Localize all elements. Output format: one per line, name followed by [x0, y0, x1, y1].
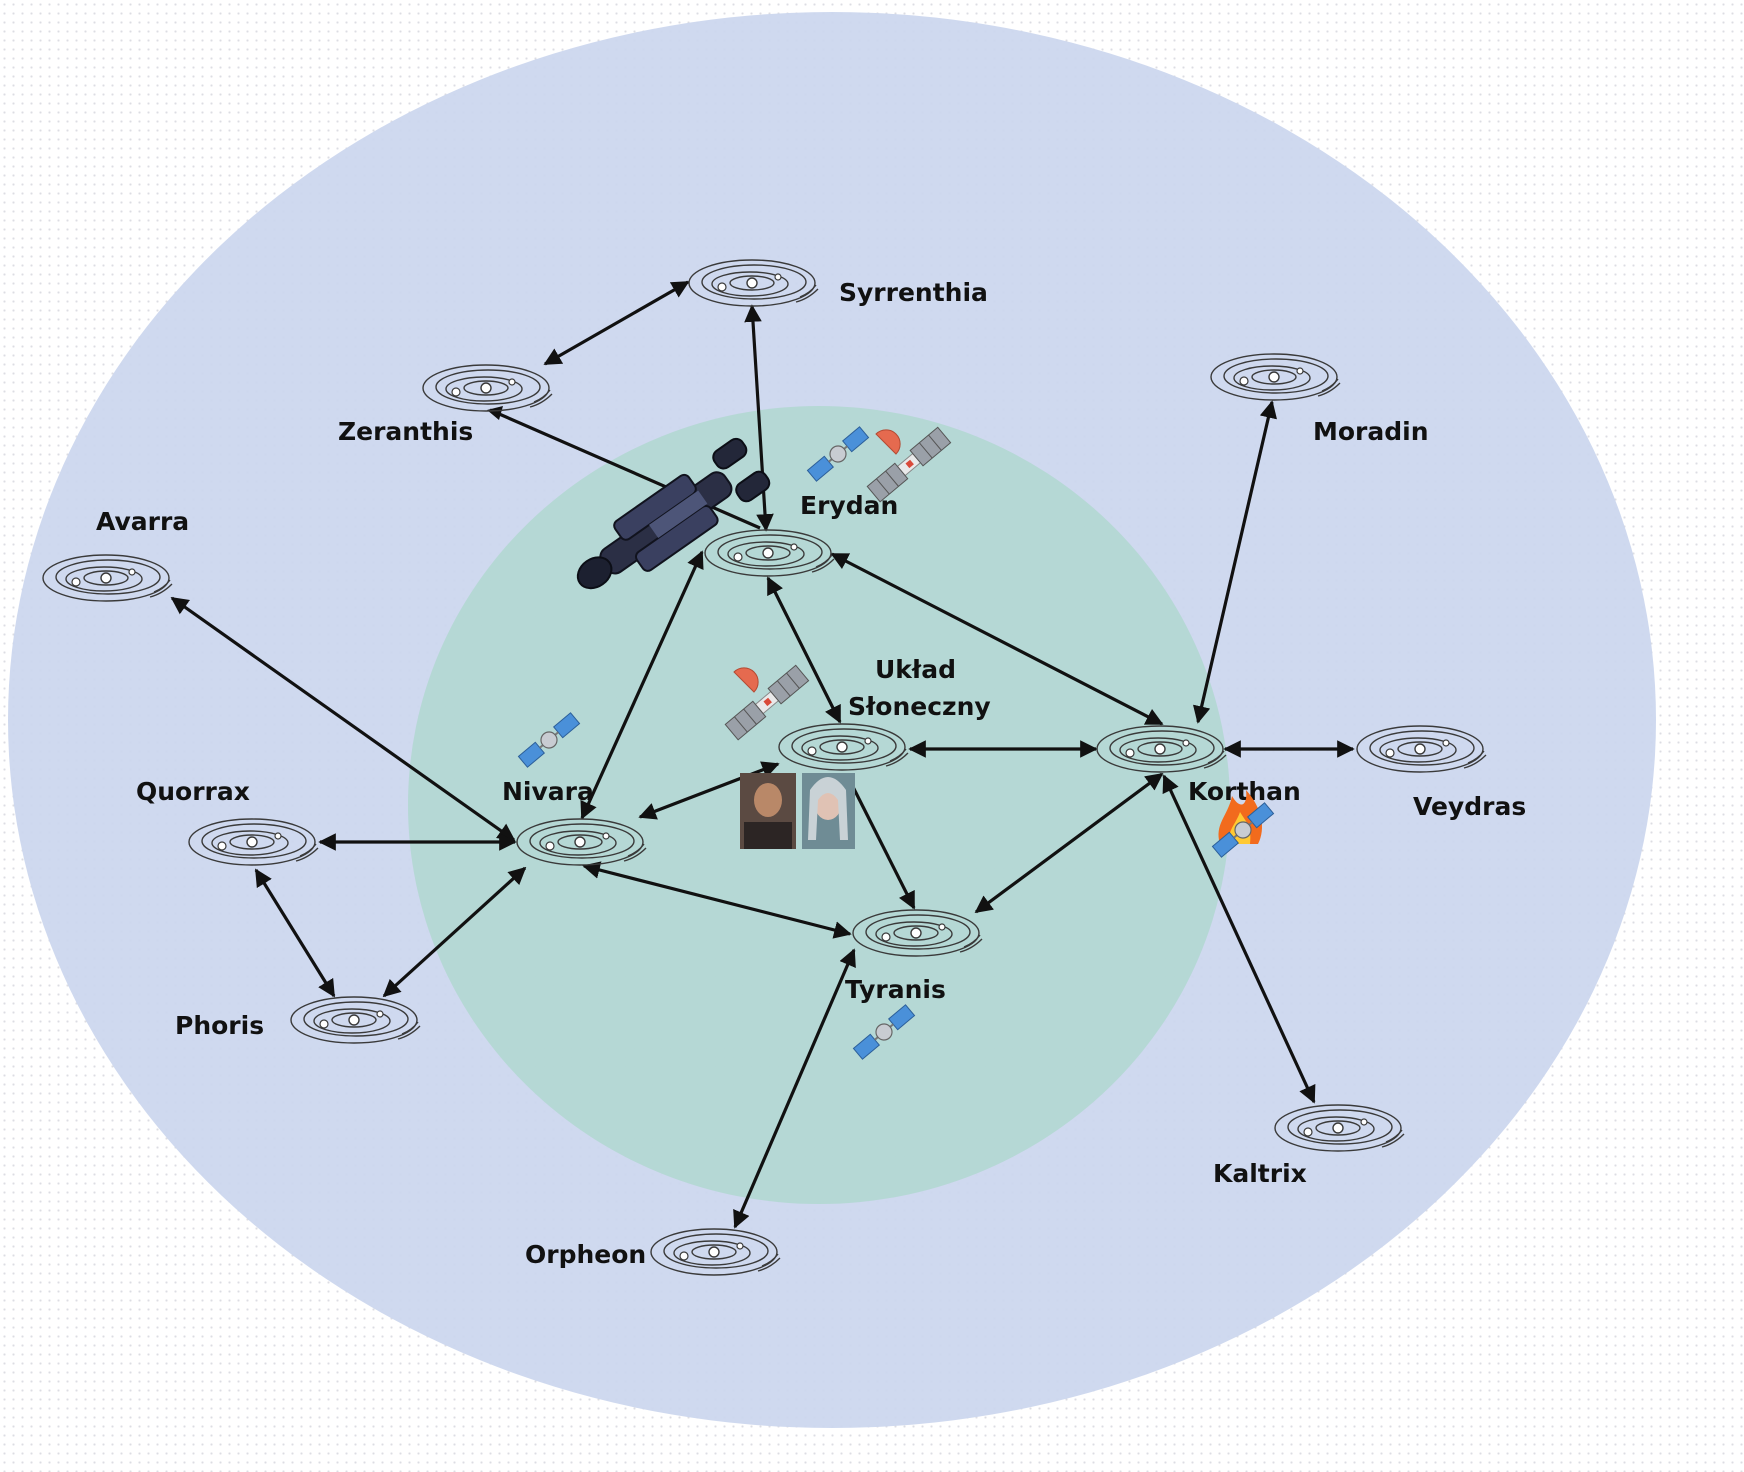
edge-erydan-korthan [830, 552, 1164, 726]
label-veydras: Veydras [1413, 792, 1526, 821]
edge-korthan-tyranis [974, 772, 1164, 914]
connections [170, 280, 1355, 1229]
label-uklad-line2: Słoneczny [848, 692, 991, 721]
label-uklad-line1: Układ [875, 655, 956, 684]
label-tyranis: Tyranis [845, 975, 946, 1004]
edge-erydan-uklad [766, 576, 842, 724]
label-quorrax: Quorrax [136, 777, 250, 806]
label-avarra: Avarra [96, 507, 189, 536]
edge-zeranthis-erydan [489, 408, 761, 530]
portrait-man [740, 773, 796, 849]
edge-nivara-tyranis [582, 861, 852, 939]
edge-quorrax-phoris [254, 868, 336, 998]
edge-phoris-nivara [382, 866, 527, 998]
edge-avarra-nivara [170, 596, 516, 842]
edge-syrrenthia-zeranthis [543, 280, 690, 366]
portrait-woman [802, 773, 855, 849]
label-korthan: Korthan [1188, 777, 1301, 806]
edge-erydan-nivara [580, 550, 704, 820]
edge-uklad-tyranis [846, 776, 916, 910]
label-zeranthis: Zeranthis [338, 417, 473, 446]
edge-tyranis-orpheon [733, 948, 856, 1229]
label-syrrenthia: Syrrenthia [839, 278, 988, 307]
edge-syrrenthia-erydan [744, 304, 774, 532]
arrowhead-zeranthis [487, 406, 503, 420]
edge-uklad-nivara [638, 761, 780, 820]
label-phoris: Phoris [175, 1011, 264, 1040]
spaceship-icon [576, 437, 771, 590]
label-moradin: Moradin [1313, 417, 1429, 446]
edge-korthan-kaltrix [1162, 774, 1316, 1104]
label-nivara: Nivara [502, 777, 594, 806]
edge-moradin-korthan [1192, 400, 1278, 724]
label-orpheon: Orpheon [525, 1240, 646, 1269]
label-kaltrix: Kaltrix [1213, 1159, 1307, 1188]
